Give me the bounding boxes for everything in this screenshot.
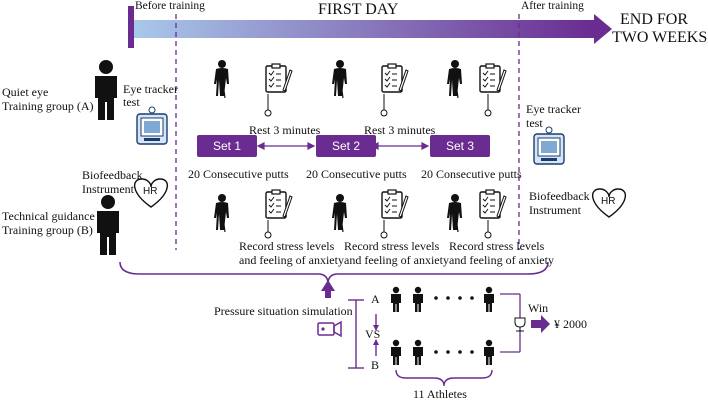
rest-label-1: Rest 3 minutes xyxy=(249,123,321,137)
vs-label: VS xyxy=(365,327,381,341)
record-label-2-line1: Record stress levels xyxy=(344,239,440,253)
biofeedback-label-left-2: Instrument xyxy=(82,182,134,196)
bottom-row-pins xyxy=(264,220,492,239)
golfer-icon-b1 xyxy=(213,193,230,233)
golfer-icon-a1 xyxy=(213,59,230,99)
clipboard-icon-b2 xyxy=(381,189,409,219)
group-b-person-icon xyxy=(97,195,119,255)
before-training-label: Before training xyxy=(135,0,205,12)
record-label-1-line2: and feeling of anxiety xyxy=(239,253,344,267)
eye-tracker-icon-right xyxy=(533,126,565,165)
pressure-simulation-label: Pressure situation simulation xyxy=(214,304,353,318)
athlete-icon xyxy=(391,286,401,312)
athlete-icon xyxy=(413,339,423,365)
group-a-label-line1: Quiet eye xyxy=(2,85,49,99)
golfer-icon-b2 xyxy=(331,193,348,233)
clipboard-icon-a2 xyxy=(381,63,409,93)
timeline-bar xyxy=(134,20,594,38)
eye-tracker-label-right-2: test xyxy=(526,116,543,130)
prize-label: ¥ 2000 xyxy=(554,317,587,331)
ellipsis-dots-a xyxy=(434,296,474,300)
rest-label-2: Rest 3 minutes xyxy=(364,123,436,137)
athletes-brace xyxy=(395,369,493,387)
set-3-box: Set 3 xyxy=(430,135,490,157)
clipboard-icon-b3 xyxy=(479,189,507,219)
biofeedback-label-right: Biofeedback xyxy=(529,189,590,203)
end-label-line2: TWO WEEKS xyxy=(612,29,708,46)
first-day-label: FIRST DAY xyxy=(318,1,399,18)
set-2-box: Set 2 xyxy=(316,135,376,157)
trophy-icon xyxy=(514,317,526,332)
ellipsis-dots-b xyxy=(434,350,474,354)
top-row-pins xyxy=(264,94,492,117)
golfer-icon-a2 xyxy=(331,59,348,99)
athlete-icon xyxy=(484,286,494,312)
eye-tracker-icon-left xyxy=(136,106,168,145)
after-training-label: After training xyxy=(521,0,584,12)
group-b-label-line1: Technical guidance xyxy=(2,209,95,223)
win-label: Win xyxy=(528,301,549,315)
clipboard-icon-b1 xyxy=(265,189,293,219)
rest-arrows xyxy=(256,142,430,150)
clipboard-icon-a3 xyxy=(479,63,507,93)
set-1-box: Set 1 xyxy=(197,135,257,157)
group-a-person-icon xyxy=(95,60,117,120)
eye-tracker-label-left-2: test xyxy=(123,95,140,109)
winner-bracket xyxy=(500,293,521,353)
biofeedback-label-right-2: Instrument xyxy=(529,203,581,217)
golfer-icon-b3 xyxy=(446,193,463,233)
record-label-2-line2: and feeling of anxiety xyxy=(344,253,449,267)
record-label-3-line1: Record stress levels xyxy=(449,239,545,253)
clipboard-icon-a1 xyxy=(265,63,293,93)
group-a-label-line2: Training group (A) xyxy=(2,99,94,113)
eye-tracker-label-left: Eye tracker xyxy=(123,82,178,96)
timeline-start-marker xyxy=(128,6,134,48)
hr-label-left: HR xyxy=(143,186,158,197)
group-b-label-line2: Training group (B) xyxy=(2,223,93,237)
team-a-label: A xyxy=(371,292,380,306)
brace-up-arrow xyxy=(321,280,335,298)
golfer-icon-a3 xyxy=(446,59,463,99)
record-label-3-line2: and feeling of anxiety xyxy=(449,253,554,267)
putts-label-2: 20 Consecutive putts xyxy=(306,167,407,181)
pressure-bracket xyxy=(348,299,377,369)
biofeedback-label-left: Biofeedback xyxy=(82,168,143,182)
win-arrow xyxy=(531,315,550,333)
athlete-icon xyxy=(484,339,494,365)
putts-label-3: 20 Consecutive putts xyxy=(421,167,522,181)
hr-label-right: HR xyxy=(601,196,616,207)
team-b-label: B xyxy=(371,358,380,372)
eye-tracker-label-right: Eye tracker xyxy=(526,102,581,116)
video-camera-icon xyxy=(317,320,342,338)
athletes-count-label: 11 Athletes xyxy=(413,387,467,401)
end-label-line1: END FOR xyxy=(620,11,689,28)
putts-label-1: 20 Consecutive putts xyxy=(188,167,289,181)
athlete-icon xyxy=(391,339,401,365)
athlete-icon xyxy=(413,286,423,312)
record-label-1-line1: Record stress levels xyxy=(239,239,335,253)
timeline-arrowhead xyxy=(594,14,612,44)
